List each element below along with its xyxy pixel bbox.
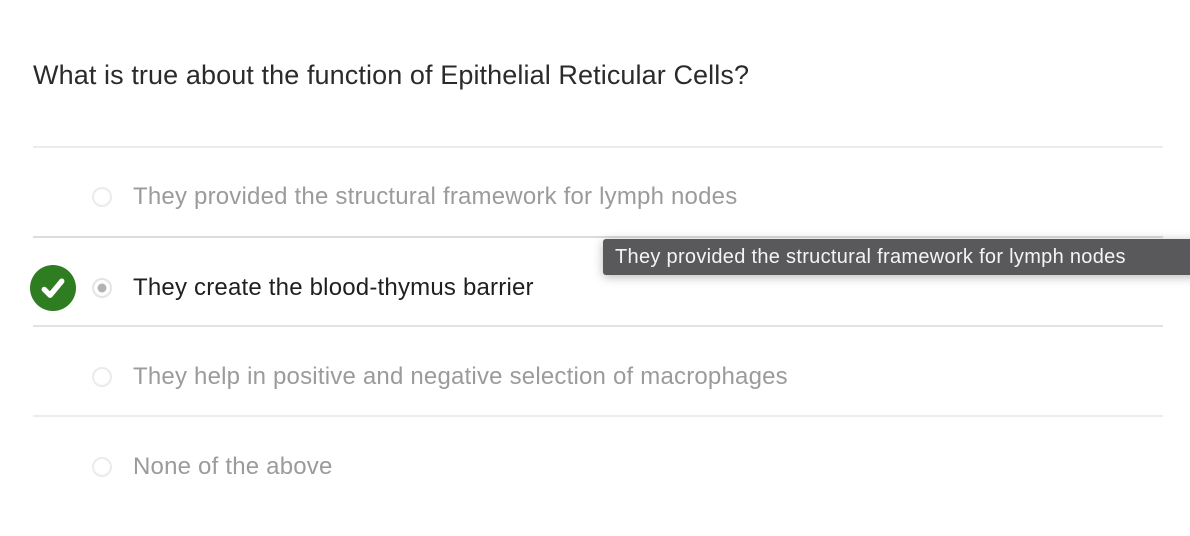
- answer-option-row[interactable]: They create the blood-thymus barrier: [0, 243, 1190, 333]
- answer-option-label: They help in positive and negative selec…: [133, 363, 788, 390]
- radio-button[interactable]: [92, 278, 112, 298]
- answer-option-row[interactable]: They provided the structural framework f…: [0, 152, 1190, 242]
- answer-option-row[interactable]: None of the above: [0, 422, 1190, 512]
- divider: [33, 236, 1163, 238]
- divider: [33, 415, 1163, 417]
- radio-button[interactable]: [92, 367, 112, 387]
- radio-dot: [97, 283, 107, 293]
- divider: [33, 325, 1163, 327]
- answer-option-row[interactable]: They help in positive and negative selec…: [0, 332, 1190, 422]
- question-title: What is true about the function of Epith…: [33, 60, 750, 90]
- answer-option-label: They provided the structural framework f…: [133, 183, 738, 210]
- answer-option-label: None of the above: [133, 453, 333, 480]
- divider: [33, 146, 1163, 148]
- correct-answer-badge: [30, 265, 76, 311]
- radio-button[interactable]: [92, 457, 112, 477]
- checkmark-icon: [41, 278, 65, 298]
- radio-button[interactable]: [92, 187, 112, 207]
- answer-option-label: They create the blood-thymus barrier: [133, 274, 534, 301]
- tooltip: They provided the structural framework f…: [603, 239, 1190, 275]
